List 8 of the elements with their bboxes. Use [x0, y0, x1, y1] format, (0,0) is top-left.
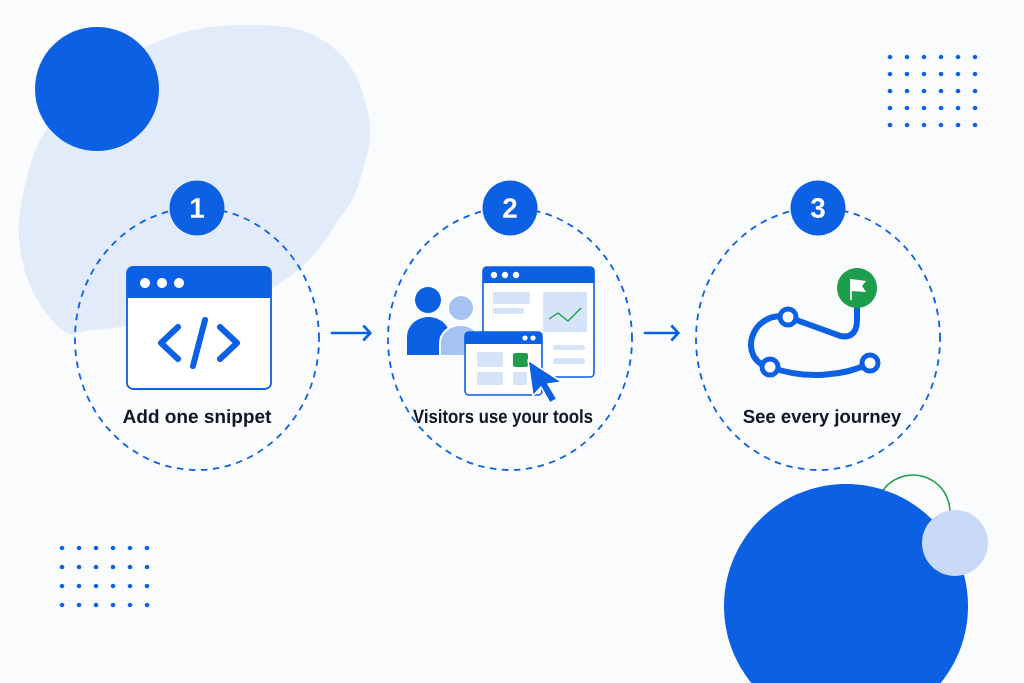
arrow [330, 324, 373, 342]
number-badge: 1 [169, 180, 225, 236]
number-badge: 3 [790, 180, 846, 236]
step-label: Add one snippet [123, 409, 272, 427]
step-label: See every journey [743, 409, 902, 427]
number-badge: 2 [482, 180, 538, 236]
step-label: Visitors use your tools [413, 409, 593, 427]
arrow [643, 324, 681, 342]
